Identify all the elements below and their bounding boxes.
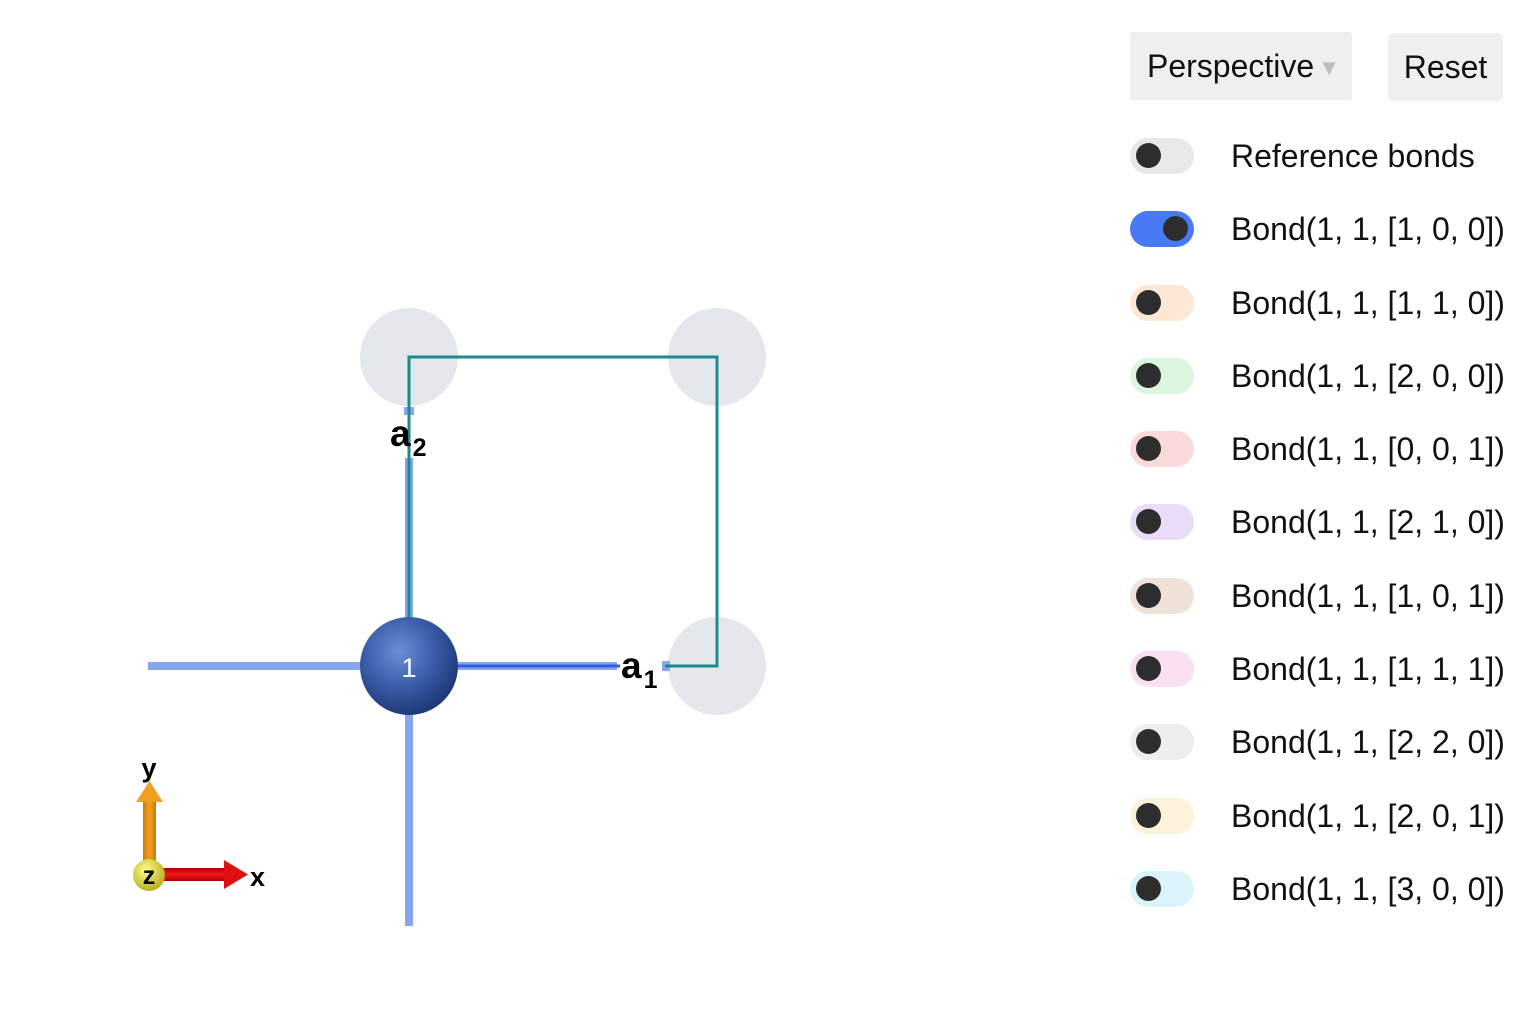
toggle-knob — [1136, 582, 1161, 608]
toggle-knob — [1136, 509, 1161, 535]
bond-left — [148, 662, 364, 670]
toggle-switch[interactable] — [1130, 651, 1194, 688]
lattice-label-a2: a2 — [390, 413, 426, 462]
axis-y-shaft — [143, 800, 156, 872]
toggle-switch[interactable] — [1130, 284, 1194, 321]
toggle-switch[interactable] — [1130, 870, 1194, 907]
axis-y-head — [136, 781, 163, 802]
axis-x-shaft — [160, 868, 226, 881]
toggle-knob — [1136, 802, 1161, 828]
toggle-knob — [1136, 656, 1161, 682]
axis-y-label: y — [141, 753, 156, 783]
axis-z-label: z — [143, 862, 156, 890]
axis-x-label: x — [250, 862, 265, 892]
lattice-label-a2-sub: 2 — [413, 434, 427, 462]
toggle-label: Bond(1, 1, [2, 0, 1]) — [1231, 797, 1505, 834]
toggle-row[interactable]: Bond(1, 1, [2, 0, 1]) — [1130, 797, 1520, 871]
3d-viewport[interactable]: 1 a1 a2 y x z — [0, 0, 1100, 1024]
toggle-switch[interactable] — [1130, 504, 1194, 541]
toggle-switch[interactable] — [1130, 724, 1194, 761]
toggle-label: Bond(1, 1, [1, 1, 0]) — [1231, 284, 1505, 321]
toggle-switch[interactable] — [1130, 431, 1194, 468]
projection-select-value: Perspective — [1147, 47, 1315, 84]
lattice-label-a1-base: a — [621, 645, 642, 686]
crystal-scene[interactable]: 1 a1 a2 y x z — [0, 0, 1100, 1024]
toggle-switch[interactable] — [1130, 797, 1194, 834]
toggle-label: Bond(1, 1, [2, 0, 0]) — [1231, 357, 1505, 394]
toggle-label: Bond(1, 1, [1, 0, 1]) — [1231, 577, 1505, 614]
toggle-knob — [1136, 362, 1161, 388]
toggle-row[interactable]: Reference bonds — [1130, 138, 1520, 211]
axes-gizmo: y x z — [133, 753, 265, 892]
toggle-row[interactable]: Bond(1, 1, [2, 2, 0]) — [1130, 724, 1520, 797]
lattice-label-a1-sub: 1 — [644, 666, 658, 694]
toggle-label: Bond(1, 1, [1, 0, 0]) — [1231, 211, 1505, 248]
atom[interactable] — [360, 617, 458, 715]
atom-label: 1 — [401, 653, 416, 683]
axis-z-sphere — [133, 859, 165, 891]
toggle-knob — [1136, 289, 1161, 315]
toggle-label: Reference bonds — [1231, 138, 1475, 174]
toggle-switch[interactable] — [1130, 577, 1194, 614]
toggle-row[interactable]: Bond(1, 1, [1, 1, 1]) — [1130, 651, 1520, 724]
toggle-row[interactable]: Bond(1, 1, [2, 1, 0]) — [1130, 504, 1520, 577]
toggle-label: Bond(1, 1, [0, 0, 1]) — [1231, 431, 1505, 468]
toggle-row[interactable]: Bond(1, 1, [3, 0, 0]) — [1130, 870, 1520, 944]
toggle-switch[interactable] — [1130, 357, 1194, 394]
toggle-label: Bond(1, 1, [1, 1, 1]) — [1231, 651, 1505, 688]
toggle-knob — [1136, 875, 1161, 901]
toggle-switch[interactable] — [1130, 211, 1194, 248]
chevron-down-icon: ▼ — [1318, 55, 1340, 80]
toggle-switch[interactable] — [1130, 138, 1194, 174]
reset-button[interactable]: Reset — [1388, 33, 1503, 101]
toggle-row[interactable]: Bond(1, 1, [2, 0, 0]) — [1130, 357, 1520, 431]
toggle-knob — [1136, 436, 1161, 462]
bond-down — [405, 710, 413, 926]
toggle-row[interactable]: Bond(1, 1, [1, 1, 0]) — [1130, 284, 1520, 358]
unit-cell — [407, 355, 719, 668]
toggle-label: Bond(1, 1, [3, 0, 0]) — [1231, 870, 1505, 907]
toggle-knob — [1163, 216, 1188, 242]
lattice-label-a2-base: a — [390, 413, 411, 454]
toggle-label: Bond(1, 1, [2, 2, 0]) — [1231, 724, 1505, 761]
toggle-knob — [1136, 143, 1161, 168]
top-controls: Perspective ▼ Reset — [1130, 32, 1520, 102]
toggle-row[interactable]: Bond(1, 1, [0, 0, 1]) — [1130, 431, 1520, 504]
projection-select[interactable]: Perspective ▼ — [1130, 32, 1352, 100]
toggle-knob — [1136, 729, 1161, 755]
toggle-row[interactable]: Bond(1, 1, [1, 0, 0]) — [1130, 211, 1520, 284]
axis-x-head — [224, 860, 248, 889]
lattice-label-a1: a1 — [621, 645, 658, 694]
toggle-label: Bond(1, 1, [2, 1, 0]) — [1231, 504, 1505, 541]
toggle-row[interactable]: Bond(1, 1, [1, 0, 1]) — [1130, 577, 1520, 651]
